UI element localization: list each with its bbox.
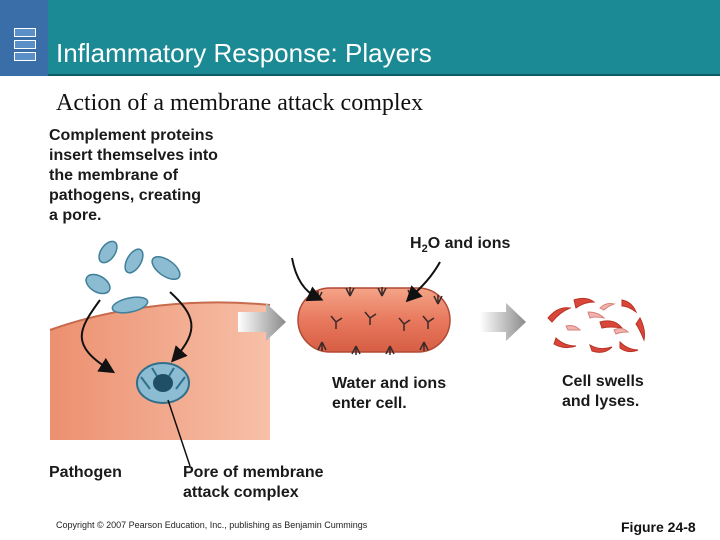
lysed-cell-fragments: [547, 297, 645, 353]
slide-subtitle: Action of a membrane attack complex: [56, 90, 424, 116]
header-divider: [48, 74, 720, 76]
arrow-water-in: [291, 257, 324, 302]
copyright-text: Copyright © 2007 Pearson Education, Inc.…: [56, 520, 368, 530]
pathogen-label: Pathogen: [49, 464, 122, 481]
step-arrow-1: [238, 303, 286, 341]
slide-title: Inflammatory Response: Players: [56, 38, 432, 68]
pore-label: Pore of membrane attack complex: [183, 464, 324, 501]
figure-number: Figure 24-8: [621, 519, 696, 535]
pore-icon: [136, 362, 190, 404]
cell-lyses-label: Cell swells and lyses.: [562, 373, 644, 410]
water-ions-label: Water and ions enter cell.: [332, 375, 447, 412]
arrow-ions-in: [405, 261, 441, 303]
swelling-cell: [297, 287, 451, 355]
header-bar: Inflammatory Response: Players: [0, 0, 720, 76]
arrow-to-membrane: [80, 299, 116, 374]
h2o-ions-label: H2O and ions: [410, 235, 511, 256]
step-arrow-2: [480, 303, 526, 341]
logo-icon: [0, 0, 48, 76]
pore-pointer: [167, 399, 191, 467]
arrow-to-pore: [169, 291, 193, 363]
complement-proteins: [85, 240, 181, 314]
intro-text: Complement proteins insert themselves in…: [49, 127, 218, 224]
